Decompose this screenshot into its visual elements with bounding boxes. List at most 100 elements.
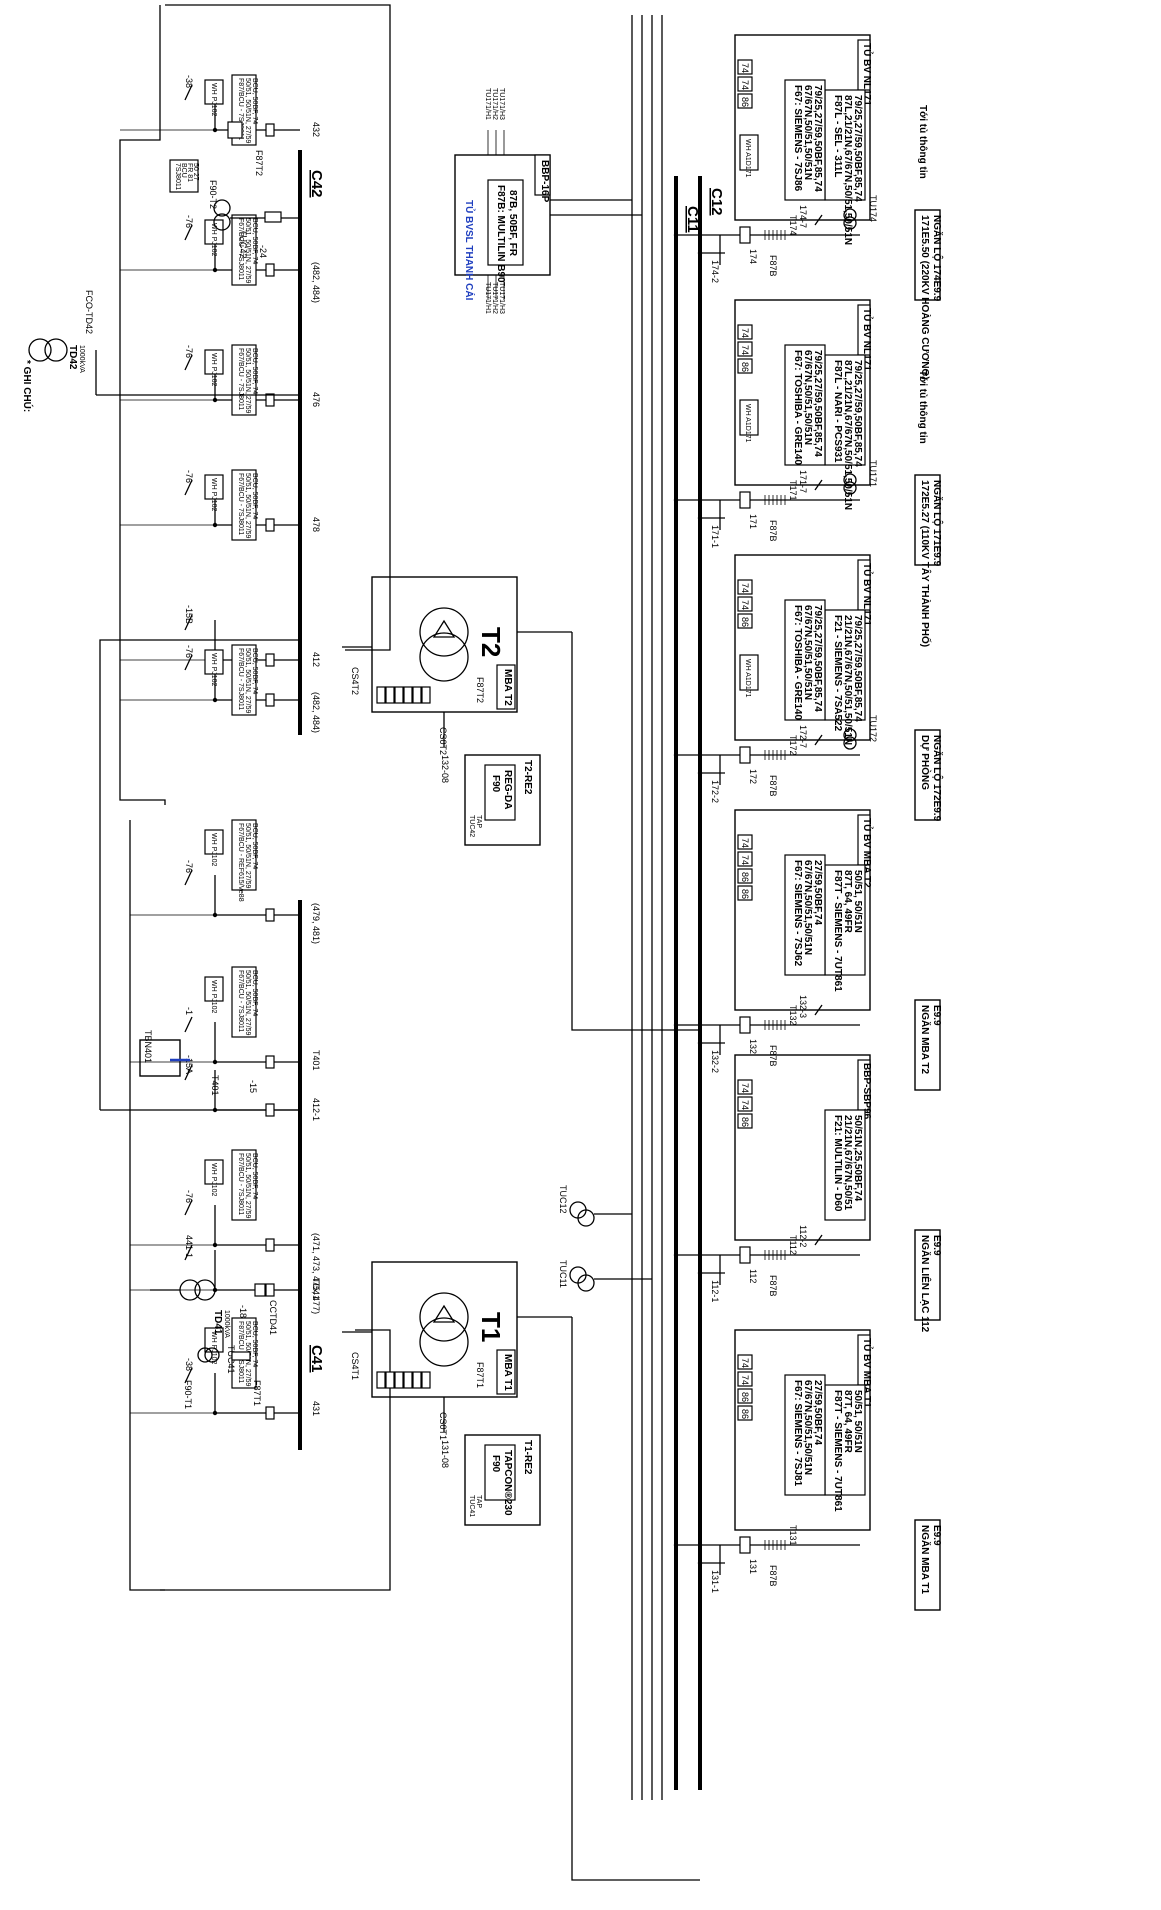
key-box (737, 579, 753, 595)
tuc12-label: TUC12 (558, 1185, 568, 1214)
transformer-label: T2 (476, 627, 506, 657)
relay-text: 50/51, 50/51N, 27/59 (244, 218, 251, 283)
relay-main (824, 609, 866, 721)
feeder-dest-box (914, 474, 941, 566)
tap-model: REG-DA (502, 770, 513, 809)
tap-tuc: TUC42 (468, 815, 475, 837)
key-label: 74 (740, 328, 750, 338)
relay-main-text: 79/25,27/59,50BF,85,74 (852, 360, 863, 467)
wh-text: WH A1D171 (744, 659, 751, 698)
lv-winding (419, 632, 469, 682)
f87b-label: F87B (768, 775, 778, 797)
relay-backup-text: 27/59,50BF,74 (812, 860, 823, 925)
bay-label: T401 (311, 1050, 321, 1071)
f90-label: F90-T2 (208, 180, 218, 209)
bay-label: 476 (311, 392, 321, 407)
feeder-right3: E9.9 (931, 1525, 942, 1546)
key-box (737, 868, 753, 884)
feeder-right2: NGĂN MBA T1 (919, 1525, 932, 1595)
tuc11-winding (577, 1274, 595, 1292)
ds18-label: -18 (238, 1305, 248, 1318)
indicator (376, 1371, 386, 1389)
relay-main-text: 87L,21/21N,67/67N,50/51,50/51N (842, 95, 853, 245)
ds-bus-label: 132-2 (710, 1050, 720, 1073)
relay-backup-text: F67: SIEMENS - 7SJ86 (792, 85, 803, 192)
breaker (739, 746, 751, 764)
bay-label: (479, 481) (311, 903, 321, 944)
disconnector-label: -76 (184, 215, 194, 228)
f90-text: 7SJ8011 (174, 163, 181, 190)
key-box (737, 1079, 753, 1095)
tuc41-label: TUC41 (226, 1345, 236, 1374)
wh-meter: WH PJ102 (204, 474, 224, 512)
bbp-title-box (534, 154, 551, 196)
junction-dot (673, 1022, 679, 1028)
th401-label: T401 (210, 1075, 220, 1096)
relay-backup-text: 79/25,27/59,50BF,85,74 (812, 85, 823, 192)
indicator (421, 686, 431, 704)
relay-text: 50/51, 50/51N, 27/59 (244, 1153, 251, 1218)
feeder-right2: NGĂN LIÊN LẠC 112 (919, 1235, 932, 1333)
breaker (265, 1238, 275, 1252)
bbp-output: TU171/H2 (491, 282, 498, 314)
ds-top-label: 112-2 (798, 1225, 808, 1247)
wh-box (739, 654, 759, 691)
td41-label: TD41 (212, 1310, 223, 1335)
key-box (737, 1096, 753, 1112)
relay-main-text: 21/21N,67/67N,50/51 (842, 1115, 853, 1211)
ct-block (227, 121, 243, 139)
wh-box (204, 1327, 224, 1353)
key-label: 74 (740, 600, 750, 610)
vt (843, 728, 857, 742)
disconnector (184, 354, 193, 371)
feeder-right2: DỰ PHÒNG (919, 735, 932, 790)
transformer-label: T1 (476, 1312, 506, 1342)
f87b-label: F87B (768, 1045, 778, 1067)
wh-meter: WH PJ102 (204, 349, 224, 387)
junction-dot (673, 752, 679, 758)
f90t1-label: F90-T1 (183, 1380, 193, 1409)
indicator (394, 686, 404, 704)
key-label: 86 (740, 872, 750, 882)
relay-box (231, 819, 257, 891)
feeder-frame (734, 554, 871, 741)
junction-dot (673, 1542, 679, 1548)
tap-frame (464, 1434, 541, 1526)
feeder-frame (734, 1054, 871, 1241)
breaker (739, 491, 751, 509)
wh-box (204, 79, 224, 105)
mba-title: MBA T1 (502, 1354, 513, 1391)
key-box (737, 59, 753, 75)
feeder-dest-box (914, 729, 941, 821)
junction-dot (697, 1040, 703, 1046)
f87t1-label: F87T1 (252, 1380, 262, 1406)
bay-label: 432 (311, 122, 321, 137)
relay-text: BCU, 50BF, 74 (251, 218, 258, 264)
bay-label: (482, 484) (311, 692, 321, 733)
ds-top-label: 132-3 (798, 995, 808, 1018)
tuc11-label: TUC11 (558, 1260, 568, 1288)
ds-bus-label: 112-1 (710, 1280, 720, 1302)
indicator (403, 1371, 413, 1389)
bbp-output: TU171/H3 (498, 282, 505, 314)
feeder-dest-box (914, 1519, 941, 1611)
disconnector (184, 1064, 193, 1081)
wh-box (204, 474, 224, 500)
breaker (265, 393, 275, 407)
bbp-title: BBP-16P (539, 160, 550, 203)
tuc12-winding (577, 1209, 595, 1227)
key-label: 74 (740, 63, 750, 73)
disconnector (184, 869, 193, 886)
relay-text: 50/51, 50/51N, 27/59 (244, 473, 251, 538)
bbp-func: F87B: MULTILIN B90 (495, 185, 506, 283)
breaker-label: 132 (748, 1039, 758, 1054)
bay-label: 478 (311, 517, 321, 532)
bbp-output: TU171/H1 (484, 282, 491, 314)
